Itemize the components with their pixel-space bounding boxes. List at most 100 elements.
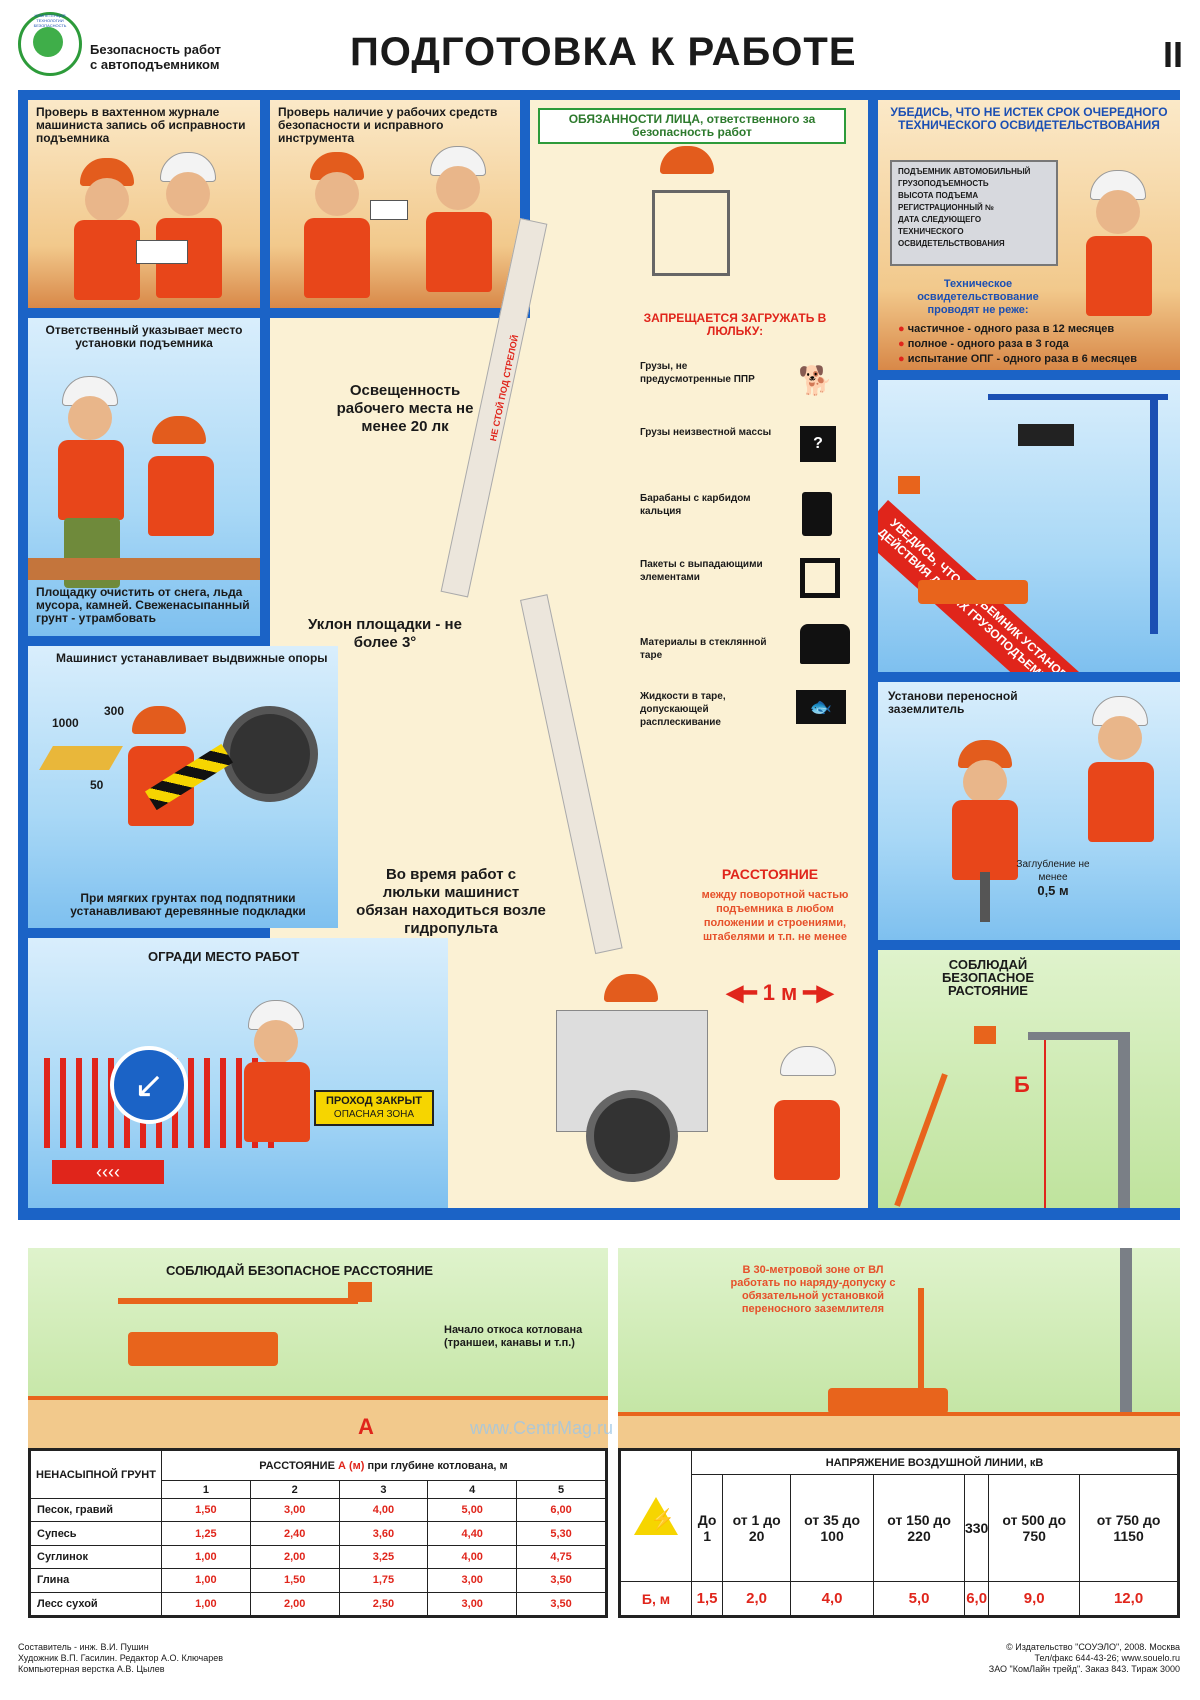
voltage-cell: 330 <box>963 1474 990 1582</box>
grounding-depth-label: Заглубление не менее <box>1016 859 1090 883</box>
distance-cell: 9,0 <box>988 1581 1081 1616</box>
grounding-depth-value: 0,5 м <box>1037 883 1069 898</box>
pad-dim-length: 1000 <box>52 716 79 730</box>
distance-a-label: А <box>358 1414 374 1439</box>
power-line-title: СОБЛЮДАЙ БЕЗОПАСНОЕ РАСТОЯНИЕ <box>941 957 1035 998</box>
dog-icon: 🐕 <box>798 365 833 396</box>
distance-header: РАССТОЯНИЕ А (м) при глубине котлована, … <box>161 1450 606 1481</box>
voltage-cell: До 1 <box>690 1474 724 1582</box>
engineer-head <box>436 166 480 210</box>
forbidden-item-text: Грузы неизвестной массы <box>640 427 772 438</box>
table-cell: 3,00 <box>249 1497 340 1523</box>
soil-header: НЕНАСЫПНОЙ ГРУНТ <box>30 1450 162 1499</box>
engineer-vest <box>426 212 492 292</box>
distance-header-prefix: РАССТОЯНИЕ <box>259 1459 335 1472</box>
page-title: ПОДГОТОВКА К РАБОТЕ <box>350 30 857 74</box>
table-cell: 1,00 <box>161 1591 251 1617</box>
footer-layout: Компьютерная верстка А.В. Цылев <box>18 1664 165 1674</box>
chevron-board-icon: ‹‹‹‹ <box>52 1160 164 1184</box>
engineer-vest <box>1086 236 1152 316</box>
inspection-item-text: частичное - одного раза в 12 месяцев <box>907 323 1115 335</box>
table-cell: 5,30 <box>516 1521 606 1546</box>
closed-passage-sign: ПРОХОД ЗАКРЫТ ОПАСНАЯ ЗОНА <box>314 1090 434 1126</box>
outriggers-caption: При мягких грунтах под подпятники устана… <box>70 891 306 918</box>
distance-arrow: ◀━ 1 м ━▶ <box>700 980 860 1006</box>
barrel-icon <box>802 492 832 536</box>
panel-outriggers: Машинист устанавливает выдвижные опоры 1… <box>28 646 338 928</box>
distance-title: РАССТОЯНИЕ <box>721 866 819 882</box>
footer-right: © Издательство "СОУЭЛО", 2008. Москва Те… <box>880 1642 1180 1675</box>
voltage-cell: от 150 до 220 <box>873 1474 965 1582</box>
engineer-vest <box>1088 762 1154 842</box>
table-cell: 4,00 <box>427 1544 518 1570</box>
footer-artist: Художник В.П. Гасилин. Редактор А.О. Клю… <box>18 1653 224 1663</box>
excavation-title: СОБЛЮДАЙ БЕЗОПАСНОЕ РАССТОЯНИЕ <box>166 1263 434 1278</box>
worker-vest <box>148 456 214 536</box>
table-cell: 2,50 <box>338 1591 429 1617</box>
boom-arm <box>894 1073 948 1207</box>
basket-icon <box>652 190 730 276</box>
inspection-item-text: полное - одного раза в 3 года <box>907 338 1069 350</box>
power-line-vertical <box>1044 1040 1046 1208</box>
distance-cell: 5,0 <box>873 1581 965 1616</box>
ground-rod-icon <box>980 872 990 922</box>
tools-caption: Проверь наличие у рабочих средств безопа… <box>278 105 498 145</box>
table-cell: 1,75 <box>338 1568 429 1593</box>
engineer-head <box>1098 716 1142 760</box>
soil-name: Супесь <box>30 1521 162 1546</box>
voltage-cell: от 35 до 100 <box>789 1474 875 1582</box>
worker-helmet-icon <box>132 706 186 734</box>
worker-helmet-icon <box>604 974 658 1002</box>
panel-excavation: СОБЛЮДАЙ БЕЗОПАСНОЕ РАССТОЯНИЕ Начало от… <box>28 1248 608 1448</box>
site-caption: Площадку очистить от снега, льда мусора,… <box>36 585 250 625</box>
inspection-item: ● полное - одного раза в 3 года <box>898 337 1178 352</box>
soil-distance-table: НЕНАСЫПНОЙ ГРУНТ РАССТОЯНИЕ А (м) при гл… <box>28 1448 608 1618</box>
certificate-icon <box>370 200 408 220</box>
worker-head <box>963 760 1007 804</box>
aerial-basket-icon <box>348 1282 372 1302</box>
table-cell: 3,50 <box>516 1568 606 1593</box>
panel-inspection: УБЕДИСЬ, ЧТО НЕ ИСТЕК СРОК ОЧЕРЕДНОГО ТЕ… <box>878 100 1180 370</box>
header-subtitle: Безопасность работ с автоподъемником <box>90 42 221 72</box>
closed-passage-line1: ПРОХОД ЗАКРЫТ <box>326 1095 422 1107</box>
plate-line7: ОСВИДЕТЕЛЬСТВОВАНИЯ <box>898 239 1005 248</box>
table-cell: 2,40 <box>249 1521 340 1546</box>
aerial-basket-icon <box>898 476 920 494</box>
panel-power-line: СОБЛЮДАЙ БЕЗОПАСНОЕ РАСТОЯНИЕ Б <box>878 950 1180 1208</box>
power-pylon-arm <box>1028 1032 1130 1040</box>
plate-line6: ТЕХНИЧЕСКОГО <box>898 227 964 236</box>
depth-cell: 2 <box>249 1480 340 1499</box>
aerial-truck-icon <box>918 580 1028 604</box>
distance-cell: 2,0 <box>722 1581 791 1616</box>
table-cell: 3,60 <box>338 1521 429 1546</box>
arrow-left-icon: ◀━ <box>726 980 763 1005</box>
table-row: Лесс сухой 1,00 2,00 2,50 3,00 3,50 <box>30 1591 606 1617</box>
inspection-subtitle: Техническое освидетельствование проводят… <box>917 278 1039 316</box>
slope-note: Уклон площадки - не более 3° <box>308 616 462 651</box>
inspection-item: ● частичное - одного раза в 12 месяцев <box>898 322 1178 337</box>
distance-cell: 1,5 <box>690 1581 724 1616</box>
power-pylon-icon <box>1120 1248 1132 1428</box>
plate-line5: ДАТА СЛЕДУЮЩЕГО <box>898 215 982 224</box>
bullet-icon: ● <box>898 353 908 365</box>
logo-text: КОМПЕТЕНЦИЯ ТЕХНОЛОГИИ БЕЗОПАСНОСТЬ <box>33 13 67 28</box>
forbidden-item-text: Материалы в стеклянной таре <box>640 637 767 661</box>
voltage-cell: от 500 до 750 <box>988 1474 1081 1582</box>
direction-sign-icon: ↙ <box>110 1046 188 1124</box>
inspection-list: ● частичное - одного раза в 12 месяцев ●… <box>898 322 1178 367</box>
engineer-vest <box>58 440 124 520</box>
engineer-vest <box>244 1062 310 1142</box>
outriggers-title: Машинист устанавливает выдвижные опоры <box>56 651 328 665</box>
slope-note-bottom: Начало откоса котлована (траншеи, канавы… <box>444 1324 583 1349</box>
worker-head <box>85 178 129 222</box>
distance-cell: 6,0 <box>963 1581 990 1616</box>
tower-crane-icon <box>988 394 1168 400</box>
forbidden-item: Барабаны с карбидом кальция <box>640 492 860 558</box>
table-row: Глина 1,00 1,50 1,75 3,00 3,50 <box>30 1568 606 1593</box>
lighting-note: Освещенность рабочего места не менее 20 … <box>336 382 474 435</box>
grounding-title: Установи переносной заземлитель <box>888 689 1018 716</box>
plate-line3: ВЫСОТА ПОДЪЕМА <box>898 191 979 200</box>
forbidden-title: ЗАПРЕЩАЕТСЯ ЗАГРУЖАТЬ В ЛЮЛЬКУ: <box>643 311 827 338</box>
voltage-cell: от 1 до 20 <box>722 1474 791 1582</box>
voltage-cell: от 750 до 1150 <box>1079 1474 1178 1582</box>
